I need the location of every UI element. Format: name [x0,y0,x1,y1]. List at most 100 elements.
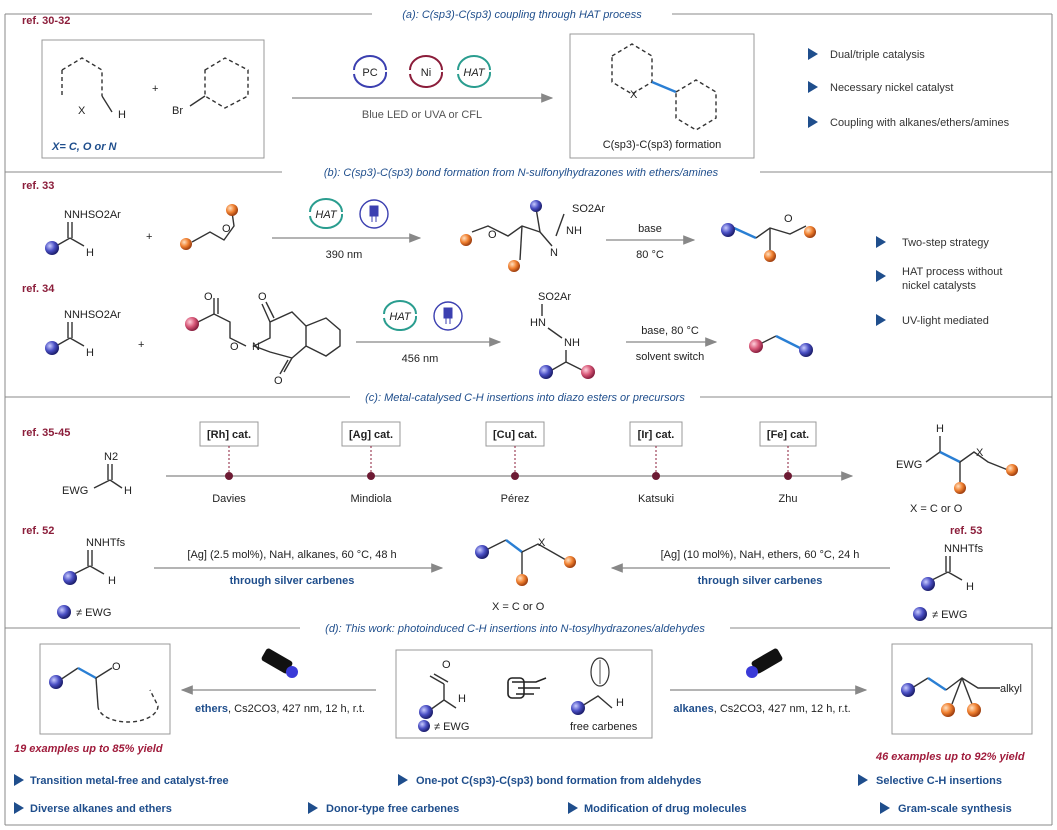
catalyst-label: [Cu] cat. [493,429,537,441]
product-b2-bonds [759,334,801,350]
cond-d-left-rest: , Cs2CO3, 427 nm, 12 h, r.t. [228,703,365,715]
bullet-b-3: UV-light mediated [902,315,989,327]
diazo-bonds [93,464,123,489]
sphere-orange [508,260,520,272]
product-ether-bonds [59,666,159,723]
x-eq-c1: X = C or O [910,503,963,515]
cond-d-left-solvent: ethers [195,703,228,715]
cond-d-left: ethers, Cs2CO3, 427 nm, 12 h, r.t. [195,703,365,715]
hydrazone-label-2: NNHSO2Ar [64,309,121,321]
pc-label: PC [362,67,377,79]
product-alkane-bonds [911,677,1000,705]
h-atom-b1: H [86,247,94,259]
base-b1: base [638,223,662,235]
sphere-orange [764,250,776,262]
sphere-blue [45,241,59,255]
hat-cycle-icon [457,55,492,88]
o-atom-prod-b1: O [784,213,793,225]
alkyl-label: alkyl [1000,683,1022,695]
plus-b1: + [146,231,152,243]
yield-left: 19 examples up to 85% yield [14,743,163,755]
x-atom-prod-c1: X [976,447,984,459]
tfs-hydrazone-right-bonds [931,556,963,581]
yield-right: 46 examples up to 92% yield [875,751,1025,763]
o-atom-aldehyde: O [442,659,451,671]
sphere-pink [749,339,763,353]
sphere-orange [1006,464,1018,476]
sphere-orange [967,703,981,717]
bicyclohexyl-structure [611,43,717,131]
o-atom-ester2: O [230,341,239,353]
bullets-b: Two-step strategy HAT process without ni… [876,236,1002,327]
catalyst-label: [Fe] cat. [767,429,809,441]
author-name: Katsuki [638,493,674,505]
cond-d-right: alkanes, Cs2CO3, 427 nm, 12 h, r.t. [673,703,850,715]
wavelength-b2: 456 nm [402,353,439,365]
product-box-ether [39,643,171,735]
bullet-a-1: Dual/triple catalysis [830,49,925,61]
flashlight-icon [261,648,298,678]
n-atom-b1: N [550,247,558,259]
o-atom-ester1: O [204,291,213,303]
author-name: Pérez [501,493,530,505]
header-a: (a): C(sp3)-C(sp3) coupling through HAT … [402,9,642,21]
nh-label-b2: NH [564,337,580,349]
ewg-label-diazo: EWG [62,485,88,497]
bullet-d-7: Gram-scale synthesis [898,803,1012,815]
ref-b1: ref. 33 [22,180,54,192]
sphere-orange [954,482,966,494]
sphere-orange [460,234,472,246]
bullet-d-1: Transition metal-free and catalyst-free [30,775,229,787]
bullet-d-4: Diverse alkanes and ethers [30,803,172,815]
sphere-blue [571,701,585,715]
o-atom-phth2: O [274,375,283,387]
sphere-blue [49,675,63,689]
o-atom-prod-d1: O [112,661,121,673]
bullet-a-3: Coupling with alkanes/ethers/amines [830,117,1010,129]
free-carbene-bonds [581,695,613,709]
neq-ewg-right: ≠ EWG [932,609,967,621]
ref-c3: ref. 53 [950,525,982,537]
sphere-blue [475,545,489,559]
nnhtfs-label-right: NNHTfs [944,543,984,555]
h-atom-diazo: H [124,485,132,497]
ref-a: ref. 30-32 [22,15,70,27]
catalyst-label: [Ir] cat. [638,429,675,441]
ref-c1: ref. 35-45 [22,427,70,439]
carbene-lobe-icon [590,657,610,687]
o-atom-ether: O [222,223,231,235]
bullet-d-2: One-pot C(sp3)-C(sp3) bond formation fro… [416,775,701,787]
h-atom-aldehyde: H [458,693,466,705]
product-label-a: C(sp3)-C(sp3) formation [603,139,722,151]
ni-label: Ni [421,67,431,79]
bullet-d-6: Modification of drug molecules [584,803,747,815]
product-box-alkane [891,643,1033,735]
bullet-d-3: Selective C-H insertions [876,775,1002,787]
x-atom-product: X [630,89,638,101]
catalyst-timeline: [Rh] cat. Davies [Ag] cat. Mindiola [Cu]… [199,421,817,505]
sphere-blue [530,200,542,212]
cond-d-right-rest: , Cs2CO3, 427 nm, 12 h, r.t. [714,703,851,715]
hn-label-b2: HN [530,317,546,329]
catalyst-label: [Rh] cat. [207,429,251,441]
hat-label-b1: HAT [315,209,337,221]
bullet-b-2-line1: HAT process without [902,266,1002,278]
cond-c-left: [Ag] (2.5 mol%), NaH, alkanes, 60 °C, 48… [187,549,396,561]
h-atom-prod-c1: H [936,423,944,435]
n-atom-phth: N [252,341,260,353]
product-box-a [569,33,755,159]
hydrazone-bonds-2 [55,322,85,347]
nhpi-ester-bonds [197,298,341,375]
sphere-orange [516,574,528,586]
bullet-b-2-line2: nickel catalysts [902,280,976,292]
ether-bonds [191,211,235,243]
product-c1-bonds [925,436,1009,482]
header-d: (d): This work: photoinduced C-H inserti… [325,623,705,635]
h-atom: H [118,109,126,121]
sphere-blue [921,577,935,591]
plus-b2: + [138,339,144,351]
lamp-bulb-icon [369,205,379,222]
sphere-blue [721,223,735,237]
bromocyclohexane-structure [189,57,249,109]
